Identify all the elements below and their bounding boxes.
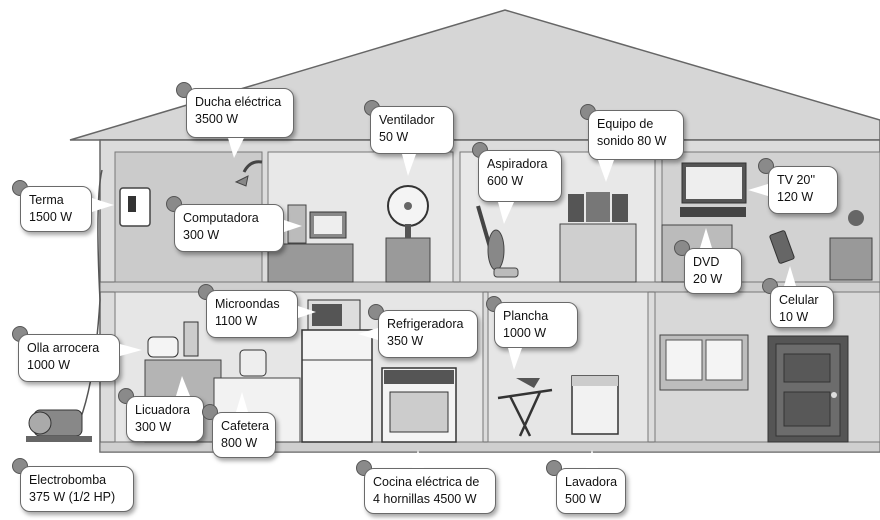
callout-computadora: Computadora 300 W bbox=[174, 204, 284, 252]
callout-ducha-power: 3500 W bbox=[195, 112, 239, 126]
callout-tail bbox=[284, 220, 302, 232]
callout-refrigeradora: Refrigeradora 350 W bbox=[378, 310, 478, 358]
callout-aspiradora-power: 600 W bbox=[487, 174, 524, 188]
callout-cafetera-name: Cafetera bbox=[221, 419, 269, 433]
callout-tail bbox=[748, 184, 768, 196]
microwave-icon bbox=[307, 299, 361, 331]
callout-plancha-power: 1000 W bbox=[503, 326, 547, 340]
callout-tail bbox=[700, 228, 712, 248]
water-heater-icon bbox=[79, 169, 151, 421]
fan-icon bbox=[385, 185, 431, 283]
callout-microondas-name: Microondas bbox=[215, 297, 280, 311]
callout-tail bbox=[412, 450, 424, 468]
callout-ventilador-power: 50 W bbox=[379, 130, 409, 144]
callout-ventilador-name: Ventilador bbox=[379, 113, 435, 127]
callout-electrobomba: Electrobomba 375 W (1/2 HP) bbox=[20, 466, 134, 512]
callout-plancha: Plancha 1000 W bbox=[494, 302, 578, 348]
computer-icon bbox=[267, 204, 354, 283]
callout-celular: Celular 10 W bbox=[770, 286, 834, 328]
callout-tail bbox=[784, 266, 796, 286]
callout-tail bbox=[586, 450, 598, 468]
cellphone-icon bbox=[769, 230, 795, 264]
fridge-icon bbox=[301, 329, 373, 443]
callout-tv-power: 120 W bbox=[777, 190, 814, 204]
callout-equipo-name: Equipo de bbox=[597, 117, 654, 131]
callout-cocina: Cocina eléctrica de 4 hornillas 4500 W bbox=[364, 468, 496, 514]
callout-cafetera-power: 800 W bbox=[221, 436, 258, 450]
callout-ducha-name: Ducha eléctrica bbox=[195, 95, 282, 109]
callout-licuadora-name: Licuadora bbox=[135, 403, 190, 417]
callout-lavadora-power: 500 W bbox=[565, 492, 602, 506]
callout-licuadora-power: 300 W bbox=[135, 420, 172, 434]
callout-tv-name: TV 20'' bbox=[777, 173, 816, 187]
callout-terma-power: 1500 W bbox=[29, 210, 73, 224]
callout-olla-name: Olla arrocera bbox=[27, 341, 100, 355]
callout-equipo-power: sonido 80 W bbox=[597, 134, 667, 148]
stove-icon bbox=[381, 367, 457, 443]
hair-dryer-icon bbox=[829, 210, 873, 281]
blender-icon bbox=[183, 321, 199, 357]
callout-dvd-name: DVD bbox=[693, 255, 720, 269]
callout-dvd: DVD 20 W bbox=[684, 248, 742, 294]
callout-ventilador: Ventilador 50 W bbox=[370, 106, 454, 154]
callout-electrobomba-name: Electrobomba bbox=[29, 473, 107, 487]
water-pump-icon bbox=[26, 409, 92, 442]
vacuum-icon bbox=[476, 205, 519, 278]
callout-microondas: Microondas 1100 W bbox=[206, 290, 298, 338]
callout-aspiradora-name: Aspiradora bbox=[487, 157, 548, 171]
callout-olla-power: 1000 W bbox=[27, 358, 71, 372]
callout-dvd-power: 20 W bbox=[693, 272, 723, 286]
callout-refrigeradora-power: 350 W bbox=[387, 334, 424, 348]
washing-machine-icon bbox=[571, 375, 619, 435]
callout-electrobomba-power: 375 W (1/2 HP) bbox=[29, 490, 116, 504]
callout-tail bbox=[508, 348, 522, 370]
callout-cafetera: Cafetera 800 W bbox=[212, 412, 276, 458]
callout-equipo: Equipo de sonido 80 W bbox=[588, 110, 684, 160]
callout-plancha-name: Plancha bbox=[503, 309, 549, 323]
callout-tail bbox=[402, 154, 416, 176]
callout-tail bbox=[598, 160, 614, 182]
callout-celular-power: 10 W bbox=[779, 310, 809, 324]
callout-tail bbox=[236, 392, 248, 412]
shower-icon bbox=[234, 160, 263, 187]
callout-computadora-power: 300 W bbox=[183, 228, 220, 242]
iron-icon bbox=[497, 378, 553, 437]
callout-cocina-name: Cocina eléctrica de bbox=[373, 475, 480, 489]
callout-refrigeradora-name: Refrigeradora bbox=[387, 317, 464, 331]
coffee-maker-icon bbox=[239, 349, 267, 377]
callout-computadora-name: Computadora bbox=[183, 211, 259, 225]
callout-terma: Terma 1500 W bbox=[20, 186, 92, 232]
callout-tail bbox=[358, 328, 378, 340]
callout-ducha: Ducha eléctrica 3500 W bbox=[186, 88, 294, 138]
callout-aspiradora: Aspiradora 600 W bbox=[478, 150, 562, 202]
callout-lavadora-name: Lavadora bbox=[565, 475, 618, 489]
callout-tv: TV 20'' 120 W bbox=[768, 166, 838, 214]
callout-tail bbox=[176, 376, 190, 396]
callout-licuadora: Licuadora 300 W bbox=[126, 396, 204, 442]
callout-lavadora: Lavadora 500 W bbox=[556, 468, 626, 514]
callout-olla: Olla arrocera 1000 W bbox=[18, 334, 120, 382]
callout-tail bbox=[498, 202, 514, 224]
stereo-icon bbox=[559, 192, 637, 283]
callout-terma-name: Terma bbox=[29, 193, 64, 207]
callout-tail bbox=[120, 344, 142, 356]
callout-tail bbox=[92, 198, 114, 212]
callout-tail bbox=[228, 138, 244, 158]
callout-microondas-power: 1100 W bbox=[215, 314, 258, 328]
callout-tail bbox=[298, 306, 316, 318]
callout-cocina-power: 4 hornillas 4500 W bbox=[373, 492, 477, 506]
callout-celular-name: Celular bbox=[779, 293, 819, 307]
rice-cooker-icon bbox=[147, 336, 179, 358]
